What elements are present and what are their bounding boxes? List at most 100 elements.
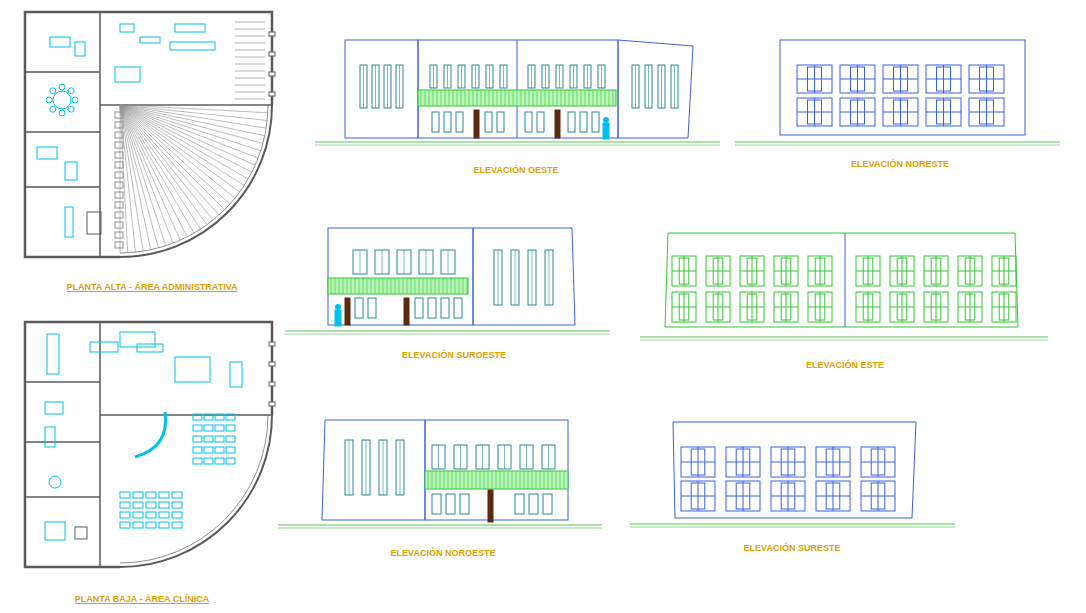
seat	[193, 458, 202, 464]
chair	[68, 88, 74, 94]
tall-window	[360, 65, 367, 108]
window-frame	[815, 294, 825, 320]
person-figure	[603, 123, 609, 139]
tall-window	[454, 445, 467, 469]
band-stripe	[383, 278, 384, 294]
window-transom	[816, 496, 850, 497]
bench-block	[115, 162, 123, 168]
band-stripe	[564, 471, 565, 489]
window-transom	[672, 307, 696, 308]
band-stripe	[573, 90, 574, 106]
band-stripe	[469, 90, 470, 106]
window-frame	[999, 258, 1009, 284]
window	[537, 112, 544, 132]
desk	[45, 402, 63, 414]
tall-window	[486, 65, 493, 88]
window-mullion	[503, 65, 504, 88]
elevation-title: ELEVACIÓN NORESTE	[850, 159, 950, 169]
plan-title: PLANTA BAJA - ÁREA CLÍNICA	[74, 594, 210, 604]
seat	[172, 512, 182, 518]
seat	[146, 502, 156, 508]
band-stripe	[355, 278, 356, 294]
seat	[215, 414, 224, 420]
ground-line	[285, 330, 610, 332]
band-stripe	[347, 278, 348, 294]
ground-line	[278, 528, 602, 529]
band-stripe	[548, 471, 549, 489]
band-stripe	[371, 278, 372, 294]
elevation-title: ELEVACIÓN SURESTE	[743, 543, 842, 553]
band-stripe	[428, 471, 429, 489]
band-stripe	[421, 90, 422, 106]
partition-wall	[25, 381, 100, 383]
cross-window	[992, 292, 1016, 322]
band-stripe	[505, 90, 506, 106]
band-stripe	[589, 90, 590, 106]
band-stripe	[343, 278, 344, 294]
window-transom	[856, 271, 880, 272]
band-stripe	[489, 90, 490, 106]
stair-tread	[235, 22, 265, 23]
counter	[170, 42, 215, 50]
fan-line	[120, 105, 261, 151]
window-transom	[924, 307, 948, 308]
seat	[193, 436, 202, 442]
window-frame	[713, 258, 723, 284]
tall-window	[345, 440, 353, 495]
tall-window	[658, 65, 665, 108]
fan-line	[120, 105, 173, 243]
tall-window	[511, 250, 519, 305]
band-stripe	[556, 471, 557, 489]
curved-wall	[120, 105, 272, 257]
tall-window	[598, 65, 605, 88]
column	[269, 52, 275, 56]
window-frame	[937, 100, 951, 124]
band-stripe	[569, 90, 570, 106]
cross-window	[797, 98, 832, 126]
ground-line	[735, 145, 1060, 146]
column	[269, 402, 275, 406]
seat	[146, 492, 156, 498]
band-stripe	[509, 90, 510, 106]
partition-wall	[100, 414, 272, 416]
ground-line	[285, 334, 610, 335]
band-stripe	[457, 90, 458, 106]
band-stripe	[447, 278, 448, 294]
tall-window	[362, 440, 370, 495]
column	[269, 92, 275, 96]
table	[49, 476, 61, 488]
band-stripe	[391, 278, 392, 294]
stair-tread	[235, 50, 265, 51]
band-stripe	[452, 471, 453, 489]
window-mullion	[433, 65, 434, 88]
window-mullion	[549, 250, 550, 305]
band-stripe	[528, 471, 529, 489]
band-stripe	[403, 278, 404, 294]
band-stripe	[529, 90, 530, 106]
window-transom	[890, 271, 914, 272]
band-stripe	[593, 90, 594, 106]
desk	[45, 427, 55, 447]
window-frame	[781, 294, 791, 320]
tall-window	[396, 65, 403, 108]
desk	[75, 42, 85, 56]
fan-line	[120, 105, 187, 237]
window	[444, 112, 451, 132]
window-frame	[736, 449, 750, 475]
green-band	[418, 90, 616, 106]
seat	[215, 436, 224, 442]
partition-wall	[99, 322, 101, 567]
seat	[146, 512, 156, 518]
band-stripe	[477, 90, 478, 106]
seat	[226, 436, 235, 442]
chair	[59, 84, 65, 90]
seat	[226, 425, 235, 431]
band-stripe	[436, 471, 437, 489]
seat	[204, 458, 213, 464]
band-stripe	[375, 278, 376, 294]
stair-tread	[235, 99, 265, 100]
window	[415, 298, 423, 318]
tall-window	[458, 65, 465, 88]
ground-line	[630, 527, 955, 528]
